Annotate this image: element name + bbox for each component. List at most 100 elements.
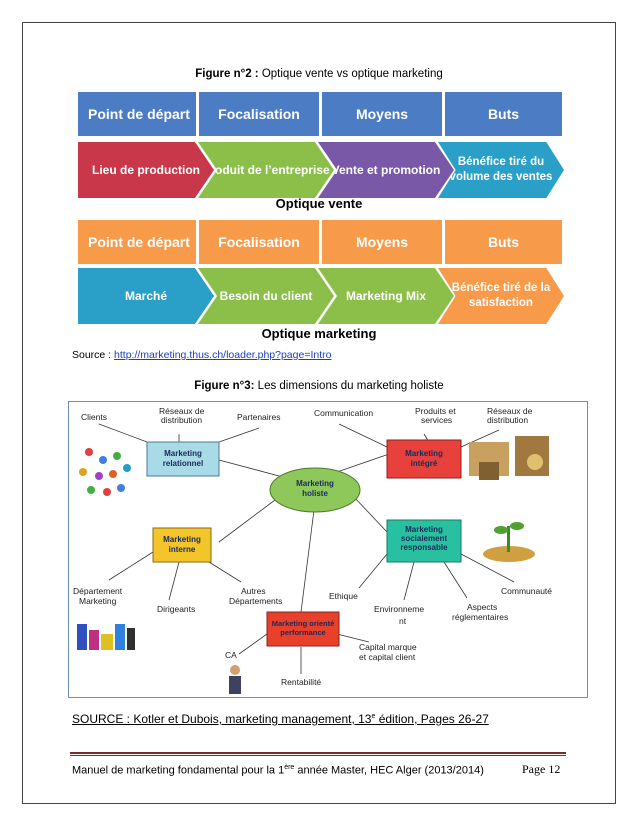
leaf-autres-dep-line-1: Autres (241, 586, 266, 596)
footer-text: Manuel de marketing fondamental pour la … (72, 764, 484, 777)
footer-rule-thin (70, 755, 566, 756)
vente-header-moyens: Moyens (322, 92, 442, 136)
marketing-label: Optique marketing (261, 326, 377, 341)
leaf-environnement: Environneme nt (374, 604, 424, 626)
marketing-chevron-row: Marché Besoin du client Marketing Mix Bé… (78, 268, 564, 324)
leaf-produits-line-2: services (421, 415, 452, 425)
box-interne-line-1: Marketing (163, 535, 201, 544)
products-illustration (469, 436, 549, 480)
page-frame (22, 22, 616, 804)
leaf-rentabilite: Rentabilité (281, 677, 321, 687)
source2-sup: e (371, 713, 376, 720)
box-relationnel (146, 441, 220, 477)
leaf-dep-marketing-line-1: Département (73, 586, 123, 596)
marketing-header-moyens: Moyens (322, 220, 442, 264)
vente-chevron-row: Lieu de production Produit de l’entrepri… (78, 142, 564, 198)
center-label-line-1: Marketing (296, 479, 334, 488)
box-relationnel-line-1: Marketing (164, 449, 202, 458)
marketing-chevron-4: Bénéfice tiré de la satisfaction (438, 268, 564, 324)
vente-header-depart: Point de départ (78, 92, 196, 136)
leaf-partenaires: Partenaires (237, 412, 280, 422)
leaf-ca: CA (225, 650, 237, 660)
vente-chevron-3: Vente et promotion (318, 142, 454, 198)
figure2-title-prefix: Figure n°2 : (195, 68, 259, 80)
footer-rule (70, 752, 566, 754)
figure3-title-prefix: Figure n°3: (194, 380, 255, 392)
leaf-reseaux2-line-1: Réseaux de (487, 406, 533, 416)
box-integre-line-1: Marketing (405, 449, 443, 458)
marketing-header-band: Point de départ Focalisation Moyens Buts (78, 220, 562, 264)
marketing-chevron-3: Marketing Mix (318, 268, 454, 324)
team-puzzle-illustration (77, 624, 135, 650)
source-line-2: SOURCE : Kotler et Dubois, marketing man… (72, 712, 489, 726)
source-prefix: Source : (72, 349, 115, 361)
footer-sup: ère (284, 764, 295, 771)
figure2-title: Figure n°2 : Optique vente vs optique ma… (0, 68, 638, 80)
box-relationnel-line-2: relationnel (163, 459, 203, 468)
source-link[interactable]: http://marketing.thus.ch/loader.php?page… (114, 349, 332, 361)
box-performance (266, 611, 340, 647)
vente-chevron-1: Lieu de production (78, 142, 214, 198)
businessman-illustration (229, 665, 241, 694)
leaf-aspects-line-1: Aspects (467, 602, 497, 612)
leaf-capital-line-1: Capital marque (359, 642, 417, 652)
vente-header-band: Point de départ Focalisation Moyens Buts (78, 92, 562, 136)
leaf-dep-marketing-line-2: Marketing (79, 596, 117, 606)
marketing-chevron-1: Marché (78, 268, 214, 324)
box-integre (386, 439, 462, 479)
source2-rest: édition, Pages 26-27 (375, 712, 489, 726)
leaf-autres-dep-line-2: Départements (229, 596, 282, 606)
marketing-chevron-2: Besoin du client (198, 268, 334, 324)
vente-header-buts: Buts (445, 92, 562, 136)
footer-text-b: année Master, HEC Alger (2013/2014) (294, 764, 484, 777)
vente-label: Optique vente (275, 196, 363, 211)
box-responsable-line-1: Marketing (405, 525, 443, 534)
leaf-aspects-line-2: réglementaires (452, 612, 508, 622)
footer-text-a: Manuel de marketing fondamental pour la … (72, 764, 285, 777)
leaf-ethique: Ethique (329, 591, 358, 601)
marketing-header-buts: Buts (445, 220, 562, 264)
box-performance-line-1: Marketing orienté (272, 619, 335, 628)
leaf-reseaux1-line-1: Réseaux de (159, 406, 205, 416)
figure3-title: Figure n°3: Les dimensions du marketing … (0, 380, 638, 392)
box-integre-line-2: intégré (411, 459, 438, 468)
source-line-1: Source : http://marketing.thus.ch/loader… (72, 349, 331, 361)
leaf-capital-line-2: et capital client (359, 652, 416, 662)
leaf-dirigeants: Dirigeants (157, 604, 195, 614)
box-performance-line-2: performance (280, 628, 325, 637)
page-number: Page 12 (522, 762, 561, 776)
center-label-line-2: holiste (302, 489, 328, 498)
box-responsable-line-2: socialement (401, 534, 448, 543)
leaf-environnement-line-2: nt (399, 616, 407, 626)
vente-chevron-4: Bénéfice tiré du volume des ventes (438, 142, 564, 198)
marketing-header-depart: Point de départ (78, 220, 196, 264)
leaf-reseaux1-line-2: distribution (161, 415, 202, 425)
leaf-environnement-line-1: Environneme (374, 604, 424, 614)
leaf-communaute: Communauté (501, 586, 552, 596)
plant-coins-illustration (483, 522, 535, 562)
box-responsable-line-3: responsable (400, 543, 448, 552)
source2-text: SOURCE : Kotler et Dubois, marketing man… (72, 712, 372, 726)
leaf-produits-line-1: Produits et (415, 406, 456, 416)
figure3-title-text: Les dimensions du marketing holiste (254, 380, 444, 392)
leaf-clients: Clients (81, 412, 107, 422)
box-responsable (386, 519, 462, 563)
box-interne (152, 527, 212, 563)
people-network-illustration (79, 448, 131, 496)
marketing-header-focalisation: Focalisation (199, 220, 319, 264)
box-interne-line-2: interne (169, 545, 196, 554)
